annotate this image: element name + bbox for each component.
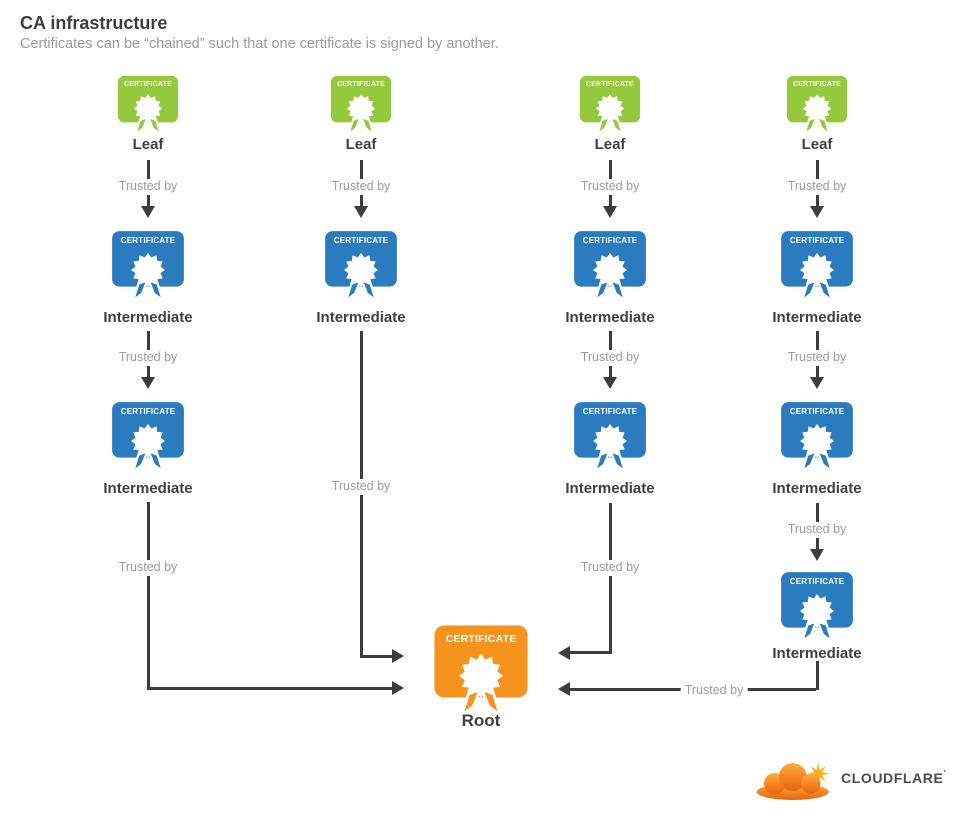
cert-intermediate2-chain3: CERTIFICATE — [573, 401, 647, 475]
arrowhead-down-icon — [603, 206, 617, 218]
connector-segment — [608, 503, 612, 654]
arrowhead-left-icon — [558, 646, 570, 660]
node-label-intermediate1-chain3: Intermediate — [565, 309, 655, 326]
cert-intermediate3-chain4: CERTIFICATE — [780, 571, 854, 645]
node-label-intermediate1-chain1: Intermediate — [103, 309, 193, 326]
cert-leaf-chain2: CERTIFICATE — [330, 75, 392, 137]
node-label-intermediate1-chain4: Intermediate — [772, 309, 862, 326]
cert-leaf-chain4: CERTIFICATE — [786, 75, 848, 137]
edge-label: Trusted by — [327, 179, 395, 195]
edge-label: Trusted by — [114, 179, 182, 195]
node-label-leaf-chain2: Leaf — [345, 136, 377, 153]
edge-label: Trusted by — [114, 560, 182, 576]
cloudflare-cloud-icon — [755, 761, 831, 802]
certificate-badge-text: CERTIFICATE — [120, 236, 176, 246]
cert-intermediate1-chain2: CERTIFICATE — [324, 230, 398, 304]
edge-label: Trusted by — [783, 179, 851, 195]
node-label-intermediate1-chain2: Intermediate — [316, 309, 406, 326]
cert-leaf-chain3: CERTIFICATE — [579, 75, 641, 137]
page-subtitle: Certificates can be “chained” such that … — [20, 36, 499, 52]
connector-segment — [570, 651, 611, 654]
node-label-leaf-chain1: Leaf — [132, 136, 164, 153]
node-label-root: Root — [461, 711, 501, 730]
certificate-badge-text: CERTIFICATE — [445, 633, 517, 646]
certificate-badge-text: CERTIFICATE — [582, 407, 638, 417]
node-label-intermediate2-chain1: Intermediate — [103, 480, 193, 497]
arrowhead-down-icon — [810, 206, 824, 218]
arrowhead-right-icon — [392, 681, 404, 695]
node-label-intermediate2-chain3: Intermediate — [565, 480, 655, 497]
arrowhead-left-icon — [558, 682, 570, 696]
page-title: CA infrastructure — [20, 13, 168, 33]
arrowhead-down-icon — [810, 549, 824, 561]
arrowhead-down-icon — [354, 206, 368, 218]
edge-label: Trusted by — [576, 560, 644, 576]
arrowhead-down-icon — [141, 377, 155, 389]
certificate-badge-text: CERTIFICATE — [793, 81, 841, 89]
edge-label: Trusted by — [327, 479, 395, 495]
certificate-badge-text: CERTIFICATE — [582, 236, 638, 246]
cert-leaf-chain1: CERTIFICATE — [117, 75, 179, 137]
cloudflare-wordmark: CLOUDFLARE’ — [841, 769, 947, 787]
cert-root: CERTIFICATE — [433, 624, 529, 720]
certificate-badge-text: CERTIFICATE — [333, 236, 389, 246]
connector-segment — [815, 661, 819, 690]
edge-label: Trusted by — [114, 350, 182, 366]
certificate-badge-text: CERTIFICATE — [124, 81, 172, 89]
arrowhead-down-icon — [603, 377, 617, 389]
edge-label: Trusted by — [680, 683, 748, 699]
edge-label: Trusted by — [576, 179, 644, 195]
arrowhead-down-icon — [141, 206, 155, 218]
node-label-leaf-chain4: Leaf — [801, 136, 833, 153]
cert-intermediate2-chain1: CERTIFICATE — [111, 401, 185, 475]
edge-label: Trusted by — [783, 522, 851, 538]
certificate-badge-text: CERTIFICATE — [789, 236, 845, 246]
arrowhead-right-icon — [392, 649, 404, 663]
cert-intermediate1-chain3: CERTIFICATE — [573, 230, 647, 304]
edge-label: Trusted by — [783, 350, 851, 366]
arrowhead-down-icon — [810, 377, 824, 389]
node-label-intermediate3-chain4: Intermediate — [772, 645, 862, 662]
cert-intermediate2-chain4: CERTIFICATE — [780, 401, 854, 475]
certificate-badge-text: CERTIFICATE — [337, 81, 385, 89]
certificate-badge-text: CERTIFICATE — [586, 81, 634, 89]
connector-segment — [148, 687, 392, 690]
node-label-intermediate2-chain4: Intermediate — [772, 480, 862, 497]
cloudflare-logo: CLOUDFLARE’ — [755, 757, 950, 803]
edge-label: Trusted by — [576, 350, 644, 366]
certificate-badge-text: CERTIFICATE — [789, 407, 845, 417]
cert-intermediate1-chain4: CERTIFICATE — [780, 230, 854, 304]
node-label-leaf-chain3: Leaf — [594, 136, 626, 153]
trademark-mark: ’ — [943, 769, 947, 778]
cert-intermediate1-chain1: CERTIFICATE — [111, 230, 185, 304]
connector-segment — [361, 655, 392, 658]
certificate-badge-text: CERTIFICATE — [789, 577, 845, 587]
connector-segment — [146, 502, 150, 690]
certificate-badge-text: CERTIFICATE — [120, 407, 176, 417]
